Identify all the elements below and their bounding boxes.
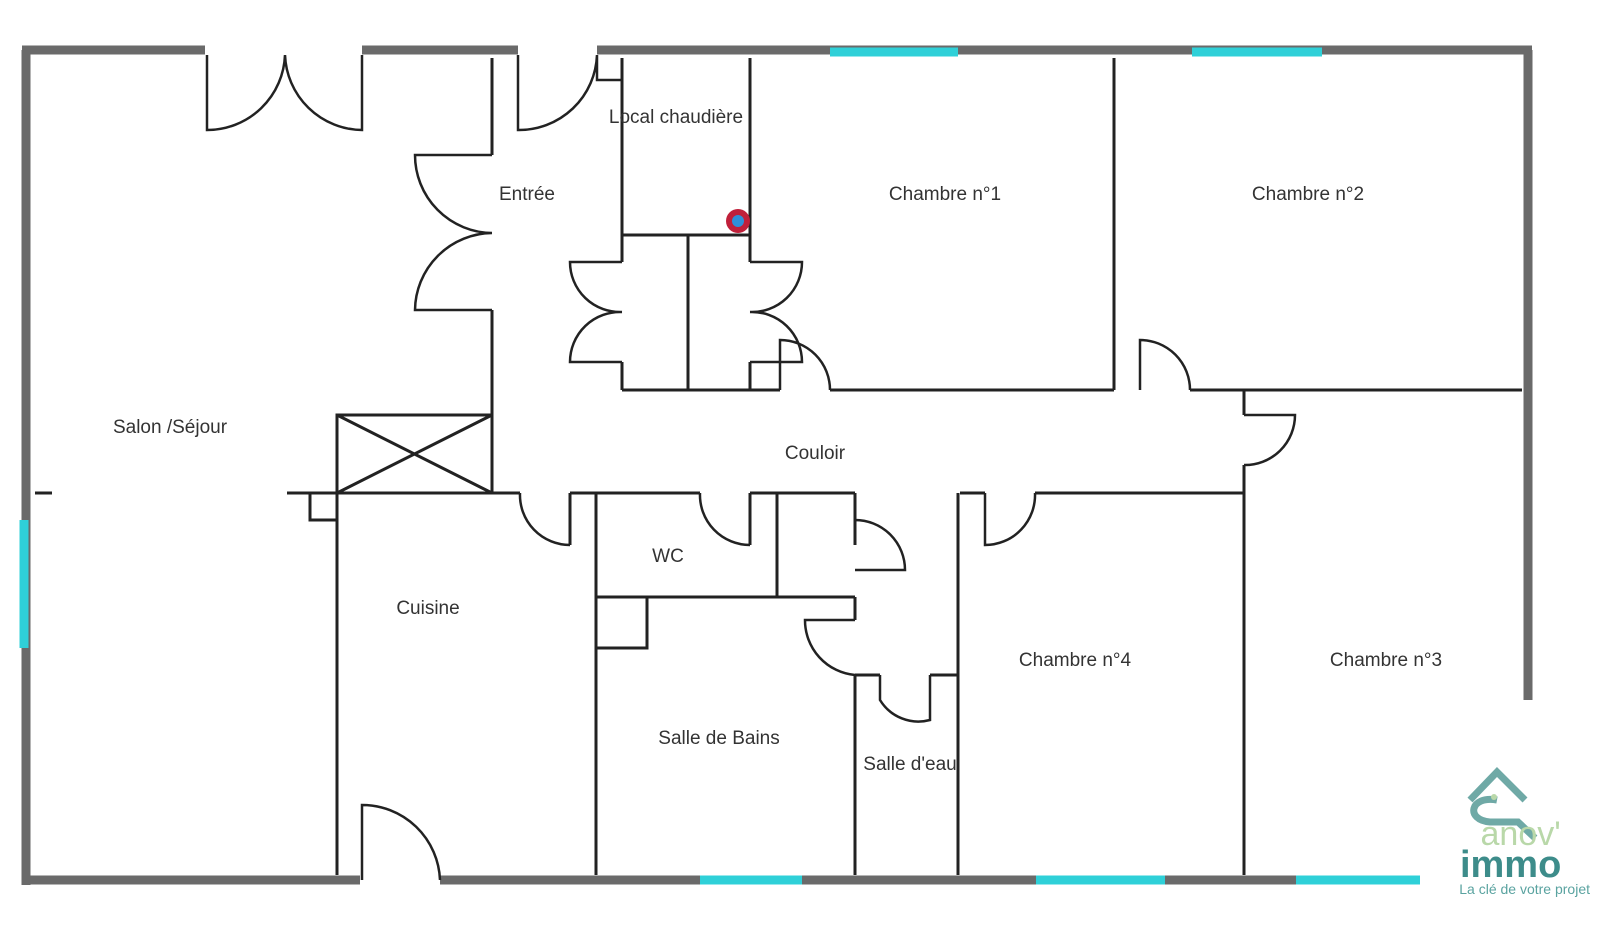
room-wc: WC — [652, 546, 684, 567]
logo-tagline: La clé de votre projet — [1459, 881, 1590, 897]
location-marker — [726, 209, 750, 233]
anov-immo-logo: anov' immo La clé de votre projet — [1459, 815, 1590, 897]
room-couloir: Couloir — [785, 443, 846, 464]
room-chambre-3: Chambre n°3 — [1330, 650, 1442, 671]
room-salon: Salon /Séjour — [113, 417, 228, 438]
room-entree: Entrée — [499, 184, 555, 205]
room-chambre-1: Chambre n°1 — [889, 184, 1001, 205]
interior-walls — [35, 58, 1522, 875]
logo-immo: immo — [1459, 844, 1562, 886]
room-local: Local chaudière — [609, 107, 743, 128]
room-chambre-2: Chambre n°2 — [1252, 184, 1364, 205]
room-chambre-4: Chambre n°4 — [1019, 650, 1132, 671]
logo-anov: anov' — [1480, 815, 1561, 853]
room-salle-d-eau: Salle d'eau — [863, 754, 956, 775]
logo-house-icon — [1467, 767, 1538, 841]
room-salle-de-bains: Salle de Bains — [658, 728, 779, 749]
outer-walls — [21, 45, 1533, 885]
doors — [205, 54, 1297, 881]
room-cuisine: Cuisine — [396, 598, 459, 619]
room-labels: Salon /Séjour Entrée Local chaudière Cha… — [113, 107, 1442, 775]
windows — [19, 47, 1420, 885]
